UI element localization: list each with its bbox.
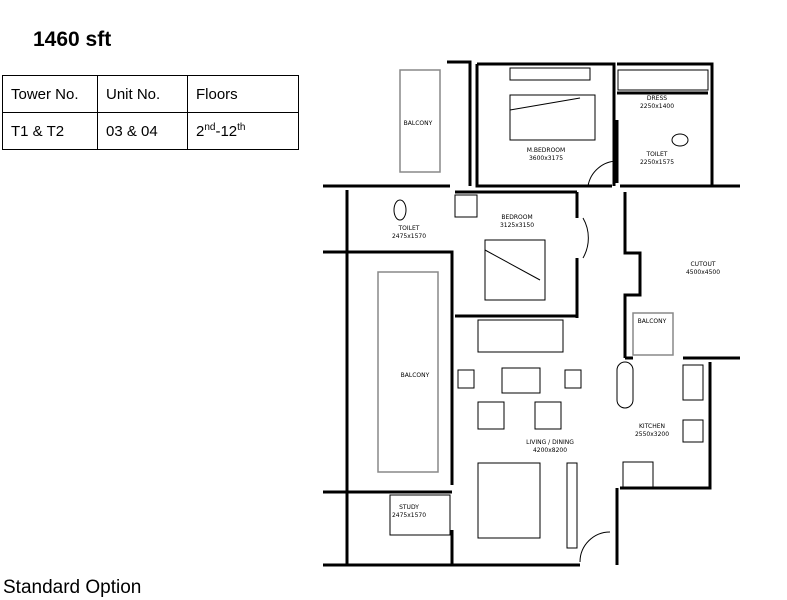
label-dress-size: 2250x1400 [640, 103, 674, 110]
floors-to-suffix: th [237, 122, 246, 133]
walls [323, 60, 740, 567]
room-labels: BALCONY M.BEDROOM 3600x3175 DRESS 2250x1… [392, 95, 720, 519]
label-toilet-left: TOILET [398, 225, 420, 232]
table-row: T1 & T2 03 & 04 2nd-12th [2, 112, 299, 150]
label-balcony-big: BALCONY [401, 372, 430, 379]
spec-table: Tower No. Unit No. Floors T1 & T2 03 & 0… [2, 75, 299, 150]
unit-area-title: 1460 sft [33, 28, 112, 51]
label-toilet-right: TOILET [646, 151, 668, 158]
label-bedroom-size: 3125x3150 [500, 222, 534, 229]
cell-tower: T1 & T2 [2, 112, 98, 150]
floors-to: 12 [220, 123, 238, 140]
cell-floors: 2nd-12th [187, 112, 299, 150]
fixtures [377, 67, 709, 563]
label-m-bedroom: M.BEDROOM [527, 147, 565, 154]
floors-from-suffix: nd [204, 122, 216, 133]
label-kitchen-size: 2550x3200 [635, 431, 669, 438]
label-dress: DRESS [647, 95, 667, 102]
label-living-size: 4200x8200 [533, 447, 567, 454]
floors-sep: - [215, 123, 221, 140]
header-unit: Unit No. [97, 75, 188, 113]
label-cutout: CUTOUT [690, 261, 715, 268]
floors-from: 2 [196, 123, 205, 140]
header-tower: Tower No. [2, 75, 98, 113]
label-toilet-right-size: 2250x1575 [640, 159, 674, 166]
label-balcony-small: BALCONY [638, 318, 667, 325]
label-cutout-size: 4500x4500 [686, 269, 720, 276]
label-kitchen: KITCHEN [639, 423, 665, 430]
label-bedroom: BEDROOM [501, 214, 532, 221]
label-balcony-top: BALCONY [404, 120, 433, 127]
header-floors: Floors [187, 75, 299, 113]
table-header-row: Tower No. Unit No. Floors [2, 75, 299, 113]
label-study-size: 2475x1570 [392, 512, 426, 519]
label-toilet-left-size: 2475x1570 [392, 233, 426, 240]
label-living: LIVING / DINING [526, 439, 574, 446]
option-caption: Standard Option [3, 577, 142, 598]
label-m-bedroom-size: 3600x3175 [529, 155, 563, 162]
label-study: STUDY [399, 504, 419, 511]
